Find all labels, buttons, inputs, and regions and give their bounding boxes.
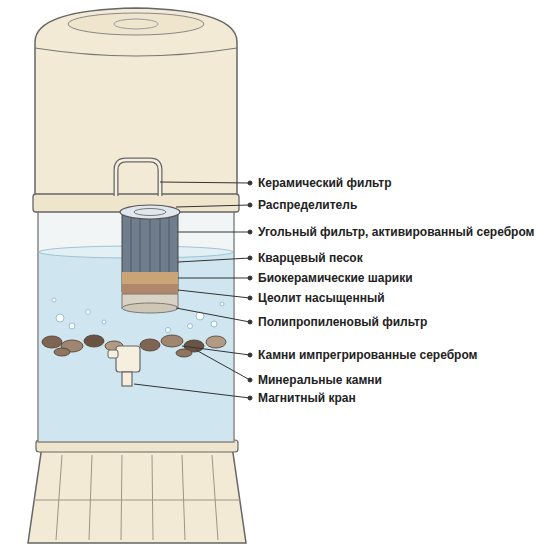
part-label: Угольный фильтр, активированный серебром [258,225,534,239]
part-label: Кварцевый песок [258,251,363,265]
part-label: Минеральные камни [258,373,382,387]
part-label: Биокерамические шарики [258,271,413,285]
part-label: Распределитель [258,198,357,212]
part-label: Керамический фильтр [258,176,392,190]
part-label: Камни импрегрированные серебром [258,348,477,362]
part-label: Полипропиленовый фильтр [258,315,427,329]
part-label: Магнитный кран [258,391,356,405]
part-label: Цеолит насыщенный [258,291,385,305]
